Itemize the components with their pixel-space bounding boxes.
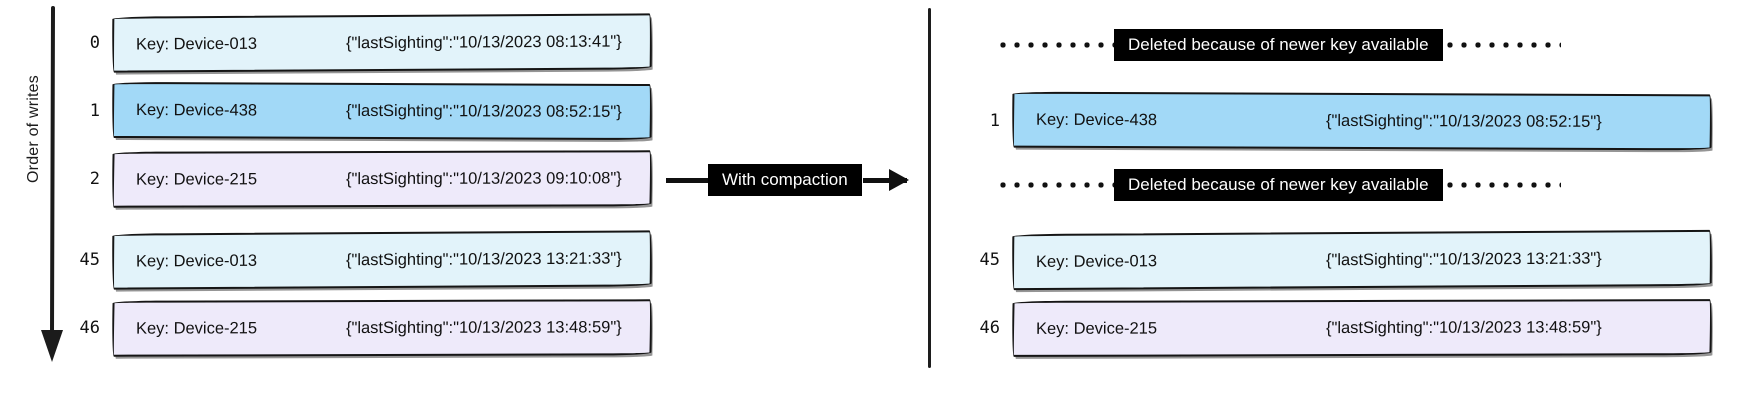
record-index: 45 (979, 250, 1000, 270)
record-value: {"lastSighting":"10/13/2023 13:48:59"} (345, 317, 622, 337)
compaction-arrow-group: With compaction (666, 160, 909, 200)
compaction-leader-line (666, 177, 708, 183)
dotted-line-right (1442, 182, 1561, 188)
panel-divider (928, 8, 931, 368)
record-card[interactable]: Key: Device-013 {"lastSighting":"10/13/2… (111, 230, 653, 290)
writes-panel: 0 Key: Device-013 {"lastSighting":"10/13… (60, 0, 660, 411)
record-index: 45 (79, 250, 100, 270)
record-value: {"lastSighting":"10/13/2023 13:21:33"} (1325, 249, 1602, 269)
record-index: 0 (89, 33, 100, 53)
record-key: Key: Device-438 (135, 100, 258, 120)
record-value: {"lastSighting":"10/13/2023 09:10:08"} (345, 168, 622, 188)
order-of-writes-axis: Order of writes (8, 0, 88, 411)
right-arrow-icon (862, 168, 909, 191)
record-key: Key: Device-215 (135, 318, 258, 338)
record-key: Key: Device-215 (1035, 319, 1158, 338)
deleted-label: Deleted because of newer key available (1114, 29, 1443, 61)
record-value: {"lastSighting":"10/13/2023 13:48:59"} (1325, 317, 1602, 337)
record-value: {"lastSighting":"10/13/2023 13:21:33"} (345, 249, 622, 269)
record-card[interactable]: Key: Device-215 {"lastSighting":"10/13/2… (111, 150, 653, 208)
record-index: 46 (79, 318, 100, 338)
record-index: 1 (89, 101, 100, 121)
record-card[interactable]: Key: Device-013 {"lastSighting":"10/13/2… (111, 13, 653, 73)
deleted-marker: Deleted because of newer key available (996, 168, 1561, 202)
record-card[interactable]: Key: Device-438 {"lastSighting":"10/13/2… (1011, 91, 1713, 151)
record-key: Key: Device-438 (1035, 110, 1158, 129)
record-key: Key: Device-215 (135, 169, 258, 189)
record-card[interactable]: Key: Device-438 {"lastSighting":"10/13/2… (111, 81, 653, 141)
table-row: 46 Key: Device-215 {"lastSighting":"10/1… (960, 297, 1713, 359)
record-card[interactable]: Key: Device-215 {"lastSighting":"10/13/2… (1011, 299, 1713, 357)
table-row: 45 Key: Device-013 {"lastSighting":"10/1… (960, 229, 1713, 291)
record-value: {"lastSighting":"10/13/2023 08:13:41"} (345, 32, 622, 52)
table-row: 46 Key: Device-215 {"lastSighting":"10/1… (60, 297, 653, 359)
with-compaction-label: With compaction (708, 164, 862, 196)
record-card[interactable]: Key: Device-013 {"lastSighting":"10/13/2… (1011, 229, 1713, 291)
table-row: 1 Key: Device-438 {"lastSighting":"10/13… (960, 90, 1713, 152)
deleted-marker: Deleted because of newer key available (996, 28, 1561, 62)
record-key: Key: Device-013 (1035, 251, 1158, 271)
record-value: {"lastSighting":"10/13/2023 08:52:15"} (345, 101, 622, 121)
dotted-line-right (1442, 42, 1561, 48)
record-card[interactable]: Key: Device-215 {"lastSighting":"10/13/2… (111, 299, 653, 357)
table-row: 2 Key: Device-215 {"lastSighting":"10/13… (60, 148, 653, 210)
table-row: 1 Key: Device-438 {"lastSighting":"10/13… (60, 80, 653, 142)
record-key: Key: Device-013 (135, 34, 258, 54)
dotted-line-left (996, 182, 1114, 188)
table-row: 0 Key: Device-013 {"lastSighting":"10/13… (60, 12, 653, 74)
record-value: {"lastSighting":"10/13/2023 08:52:15"} (1325, 111, 1602, 131)
record-index: 1 (989, 111, 1000, 131)
order-of-writes-label: Order of writes (25, 75, 42, 183)
compacted-panel: Deleted because of newer key available 1… (960, 0, 1755, 411)
axis-arrow-icon (41, 6, 63, 362)
dotted-line-left (996, 42, 1114, 48)
record-index: 46 (979, 318, 1000, 338)
deleted-label: Deleted because of newer key available (1114, 169, 1443, 201)
record-index: 2 (89, 169, 100, 189)
table-row: 45 Key: Device-013 {"lastSighting":"10/1… (60, 229, 653, 291)
record-key: Key: Device-013 (135, 251, 258, 271)
